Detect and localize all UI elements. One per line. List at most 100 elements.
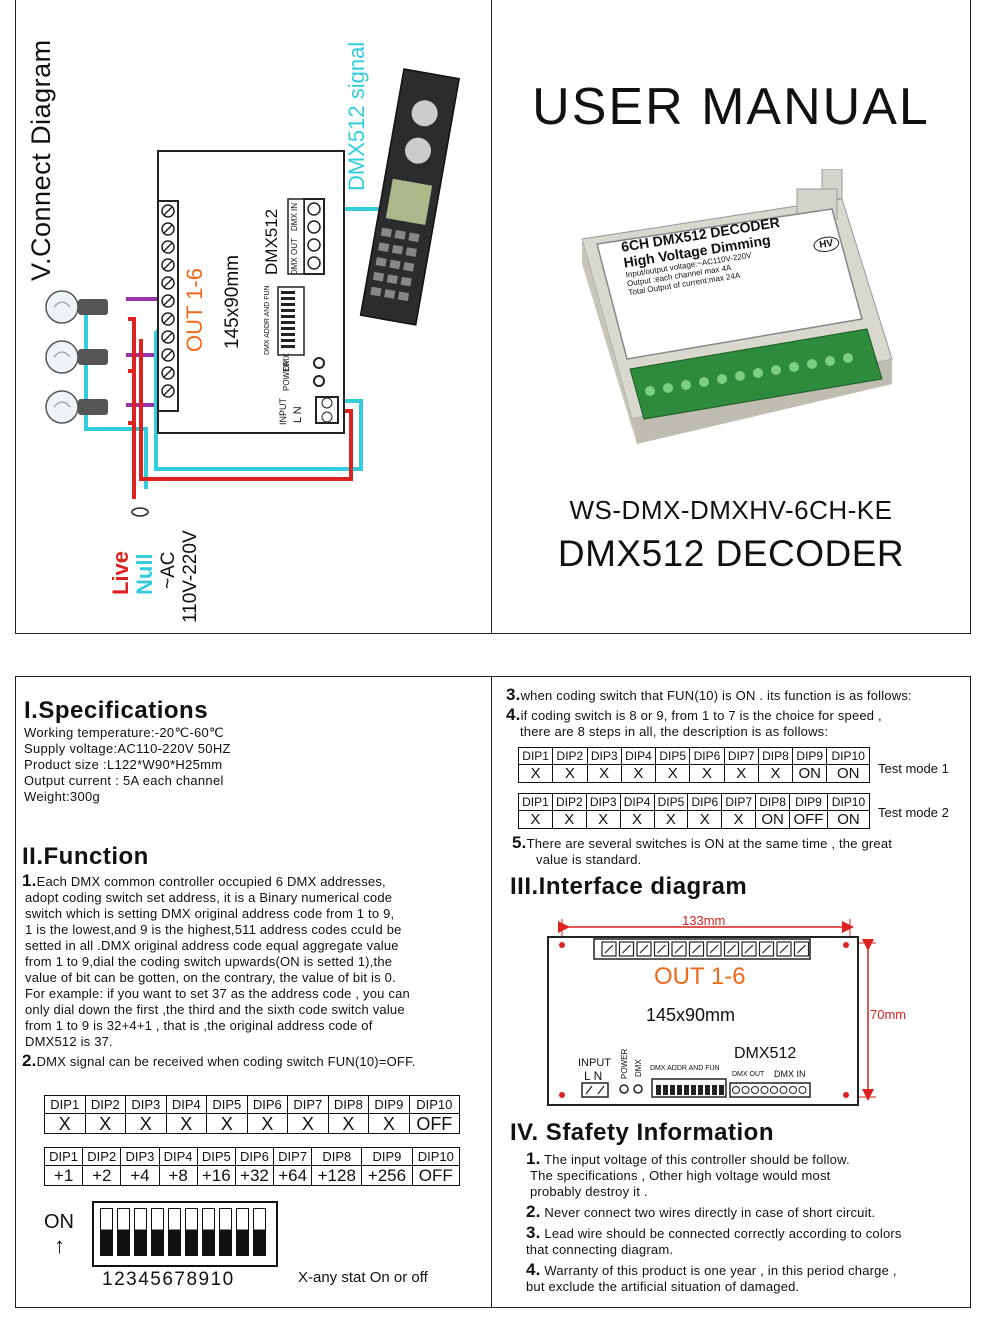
function-line: value of bit can be gotten, on the contr… <box>25 970 396 985</box>
dmx-terminal <box>779 1086 788 1094</box>
function-line: from 1 to 9 is 32+4+1 , that is ,the ori… <box>25 1018 373 1033</box>
safety-line: Never connect two wires directly in case… <box>544 1205 876 1220</box>
dip-switch-key <box>684 1085 689 1095</box>
interface-height-label: 70mm <box>870 1007 907 1022</box>
dip-value-cell: X <box>206 1113 248 1134</box>
dip-header-cell: DIP10 <box>826 793 871 811</box>
dip-header-cell: DIP7 <box>723 747 759 765</box>
dip-header-cell: DIP2 <box>82 1147 122 1166</box>
switch-note: X-any stat On or off <box>298 1269 428 1286</box>
dip-switch-key <box>719 1085 724 1095</box>
dip-switch-slot <box>117 1208 130 1256</box>
interface-size-label: 145x90mm <box>646 1005 736 1025</box>
dip-value-cell: X <box>246 1113 289 1134</box>
interface-dmx-out-label: DMX OUT <box>732 1071 765 1078</box>
dip-header-cell: DIP4 <box>165 1095 208 1114</box>
dip-value-cell: ON <box>755 810 790 829</box>
function-item-2-text: DMX signal can be received when coding s… <box>36 1054 416 1069</box>
dip-value-cell: +4 <box>120 1165 160 1186</box>
input-label: INPUT <box>278 398 288 425</box>
dip-header-cell: DIP1 <box>43 1147 84 1166</box>
dip-header-cell: DIP8 <box>311 1147 363 1166</box>
dip-value-cell: +32 <box>234 1165 275 1186</box>
spec-line: Supply voltage:AC110-220V 50HZ <box>24 741 231 756</box>
dip-header-cell: DIP9 <box>792 747 828 765</box>
item-5-text-2: value is standard. <box>536 852 642 867</box>
dip-value-cell: X <box>368 1113 410 1134</box>
item-3-text: when coding switch that FUN(10) is ON . … <box>520 688 912 703</box>
item-3-num: 3. <box>506 685 521 704</box>
function-line: DMX512 is 37. <box>25 1034 113 1049</box>
dip-header-cell: DIP8 <box>755 793 790 811</box>
interface-heading: III.Interface diagram <box>510 873 748 900</box>
decoder-out-label: OUT 1-6 <box>182 268 207 352</box>
dip-header-cell: DIP1 <box>517 747 554 765</box>
dip-switch-key <box>712 1085 717 1095</box>
switch-on-label: ON <box>44 1211 74 1233</box>
safety-line: Warranty of this product is one year , i… <box>544 1263 897 1278</box>
dip-switch-slot <box>219 1208 232 1256</box>
dip-header-cell: DIP4 <box>619 793 655 811</box>
live-label: Live <box>108 550 133 595</box>
dip-value-cell: +1 <box>43 1165 84 1186</box>
spec-line: Product size :L122*W90*H25mm <box>24 757 223 772</box>
switch-numbers: 12345678910 <box>102 1269 235 1290</box>
safety-num: 2. <box>526 1202 541 1221</box>
dmx-terminal <box>798 1086 807 1094</box>
dip-header-cell: DIP6 <box>234 1147 275 1166</box>
product-name: DMX512 DECODER <box>557 533 905 574</box>
dmx-terminal <box>760 1086 769 1094</box>
safety-line: but exclude the artificial situation of … <box>526 1279 800 1294</box>
item-4-num: 4. <box>506 705 521 724</box>
dip-value-cell: X <box>620 764 657 783</box>
dip-value-cell: X <box>551 810 587 829</box>
item-5: 5.There are several switches is ON at th… <box>512 834 962 868</box>
dmx-in-label: DMX IN <box>290 203 299 231</box>
interface-dmx512-label: DMX512 <box>734 1045 797 1062</box>
function-line: 1 is the lowest,and 9 is the highest,511… <box>25 922 402 937</box>
decoder-dmx512-label: DMX512 <box>262 208 281 275</box>
interface-diagram <box>547 919 876 1106</box>
dip-value-cell: ON <box>826 810 871 829</box>
interface-safety-panel: 3.when coding switch that FUN(10) is ON … <box>491 676 971 1308</box>
dip-header-cell: DIP5 <box>196 1147 236 1166</box>
dmx-out-label: DMX OUT <box>290 238 299 275</box>
dmx512-signal-label: DMX512 signal <box>344 41 369 191</box>
dip-switch-slot <box>185 1208 198 1256</box>
function-item-2-num: 2. <box>22 1051 37 1070</box>
dip-header-cell: DIP5 <box>655 747 691 765</box>
null-label: Null <box>132 553 157 595</box>
dip-switch-key <box>677 1085 682 1095</box>
dip-value-cell: ON <box>826 764 870 783</box>
function-item-1-num: 1. <box>22 871 37 890</box>
dip-header-cell: DIP5 <box>653 793 689 811</box>
dip-value-cell: X <box>721 810 757 829</box>
interface-dmx-addr-label: DMX ADDR AND FUN <box>650 1065 720 1072</box>
safety-num: 3. <box>526 1223 541 1242</box>
interface-input-label: INPUT <box>578 1057 611 1069</box>
dip-header-cell: DIP9 <box>789 793 828 811</box>
dip-value-cell: +2 <box>82 1165 122 1186</box>
spec-function-panel: I.Specifications Working temperature:-20… <box>15 676 493 1308</box>
manual-title: USER MANUAL <box>532 78 930 136</box>
dip-value-cell: X <box>552 764 588 783</box>
dmx-addr-fun-label: DMX ADDR AND FUN <box>264 285 271 355</box>
dip-header-cell: DIP6 <box>687 793 723 811</box>
dip-value-cell: X <box>586 764 622 783</box>
decoder-size-label: 145x90mm <box>222 255 243 349</box>
dip-switch-key <box>705 1085 710 1095</box>
dip-value-cell: +8 <box>158 1165 198 1186</box>
dip-header-cell: DIP6 <box>246 1095 289 1114</box>
dmx-terminal <box>770 1086 778 1094</box>
safety-heading: IV. Sfafety Information <box>510 1119 774 1146</box>
dip-header-cell: DIP7 <box>287 1095 329 1114</box>
dip-header-cell: DIP3 <box>586 747 622 765</box>
dip-value-cell: X <box>44 1113 86 1134</box>
dip-value-cell: X <box>757 764 794 783</box>
dip-header-cell: DIP9 <box>361 1147 413 1166</box>
dip-value-cell: X <box>517 764 554 783</box>
dip-value-cell: OFF <box>789 810 828 829</box>
